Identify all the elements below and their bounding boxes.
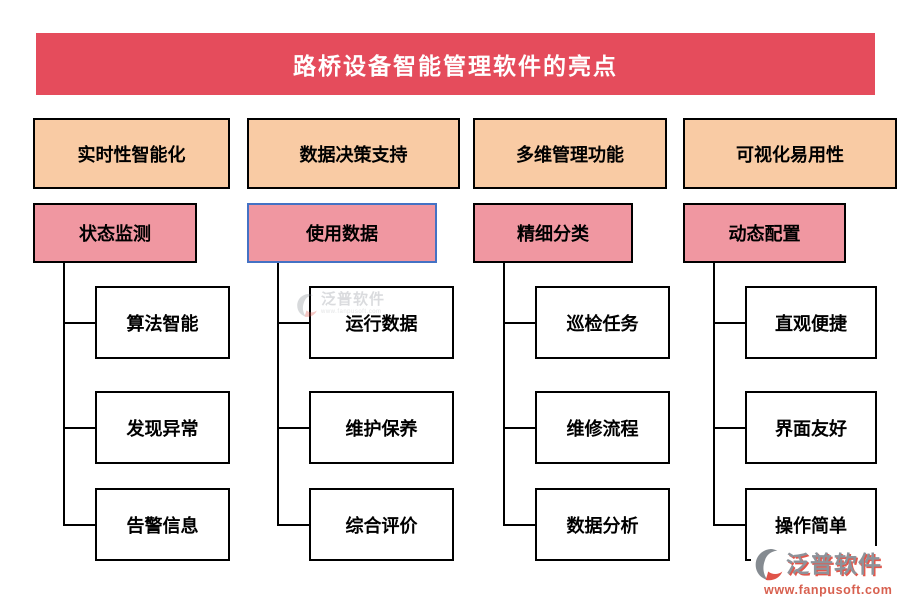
subcategory-box: 状态监测	[33, 203, 197, 263]
title-banner: 路桥设备智能管理软件的亮点	[36, 33, 875, 95]
feature-column: 实时性智能化 状态监测 算法智能 发现异常 告警信息	[33, 118, 230, 564]
connector-rail	[503, 263, 505, 526]
subcategory-box: 动态配置	[683, 203, 846, 263]
connector-branch	[63, 322, 95, 324]
subcategory-box: 精细分类	[473, 203, 633, 263]
feature-item-box: 发现异常	[95, 391, 230, 464]
connector-branch	[503, 427, 535, 429]
connector-branch	[713, 427, 745, 429]
subcategory-box-highlighted: 使用数据	[247, 203, 437, 263]
page-title: 路桥设备智能管理软件的亮点	[293, 53, 618, 79]
connector-rail	[713, 263, 715, 526]
fanpu-logo-icon	[755, 548, 783, 581]
feature-column: 可视化易用性 动态配置 直观便捷 界面友好 操作简单	[683, 118, 897, 564]
category-box: 实时性智能化	[33, 118, 230, 189]
feature-column: 数据决策支持 使用数据 运行数据 维护保养 综合评价	[247, 118, 460, 564]
category-box: 数据决策支持	[247, 118, 460, 189]
feature-item-box: 运行数据	[309, 286, 454, 359]
connector-branch	[503, 524, 535, 526]
connector-branch	[277, 524, 309, 526]
feature-item-box: 数据分析	[535, 488, 670, 561]
connector-branch	[713, 524, 745, 526]
feature-item-box: 维修流程	[535, 391, 670, 464]
logo-name: 泛普软件	[786, 550, 882, 577]
connector-branch	[277, 427, 309, 429]
logo-url: www.fanpusoft.com	[764, 583, 893, 597]
connector-branch	[63, 427, 95, 429]
category-box: 多维管理功能	[473, 118, 667, 189]
feature-item-box: 巡检任务	[535, 286, 670, 359]
feature-item-box: 直观便捷	[745, 286, 877, 359]
feature-item-box: 算法智能	[95, 286, 230, 359]
connector-branch	[277, 322, 309, 324]
category-box: 可视化易用性	[683, 118, 897, 189]
feature-item-box: 界面友好	[745, 391, 877, 464]
connector-branch	[713, 322, 745, 324]
feature-item-box: 综合评价	[309, 488, 454, 561]
fanpu-logo: 泛普软件 www.fanpusoft.com	[751, 546, 896, 598]
feature-item-box: 告警信息	[95, 488, 230, 561]
connector-rail	[63, 263, 65, 526]
connector-rail	[277, 263, 279, 526]
feature-column: 多维管理功能 精细分类 巡检任务 维修流程 数据分析	[473, 118, 670, 564]
connector-branch	[503, 322, 535, 324]
connector-branch	[63, 524, 95, 526]
feature-item-box: 维护保养	[309, 391, 454, 464]
